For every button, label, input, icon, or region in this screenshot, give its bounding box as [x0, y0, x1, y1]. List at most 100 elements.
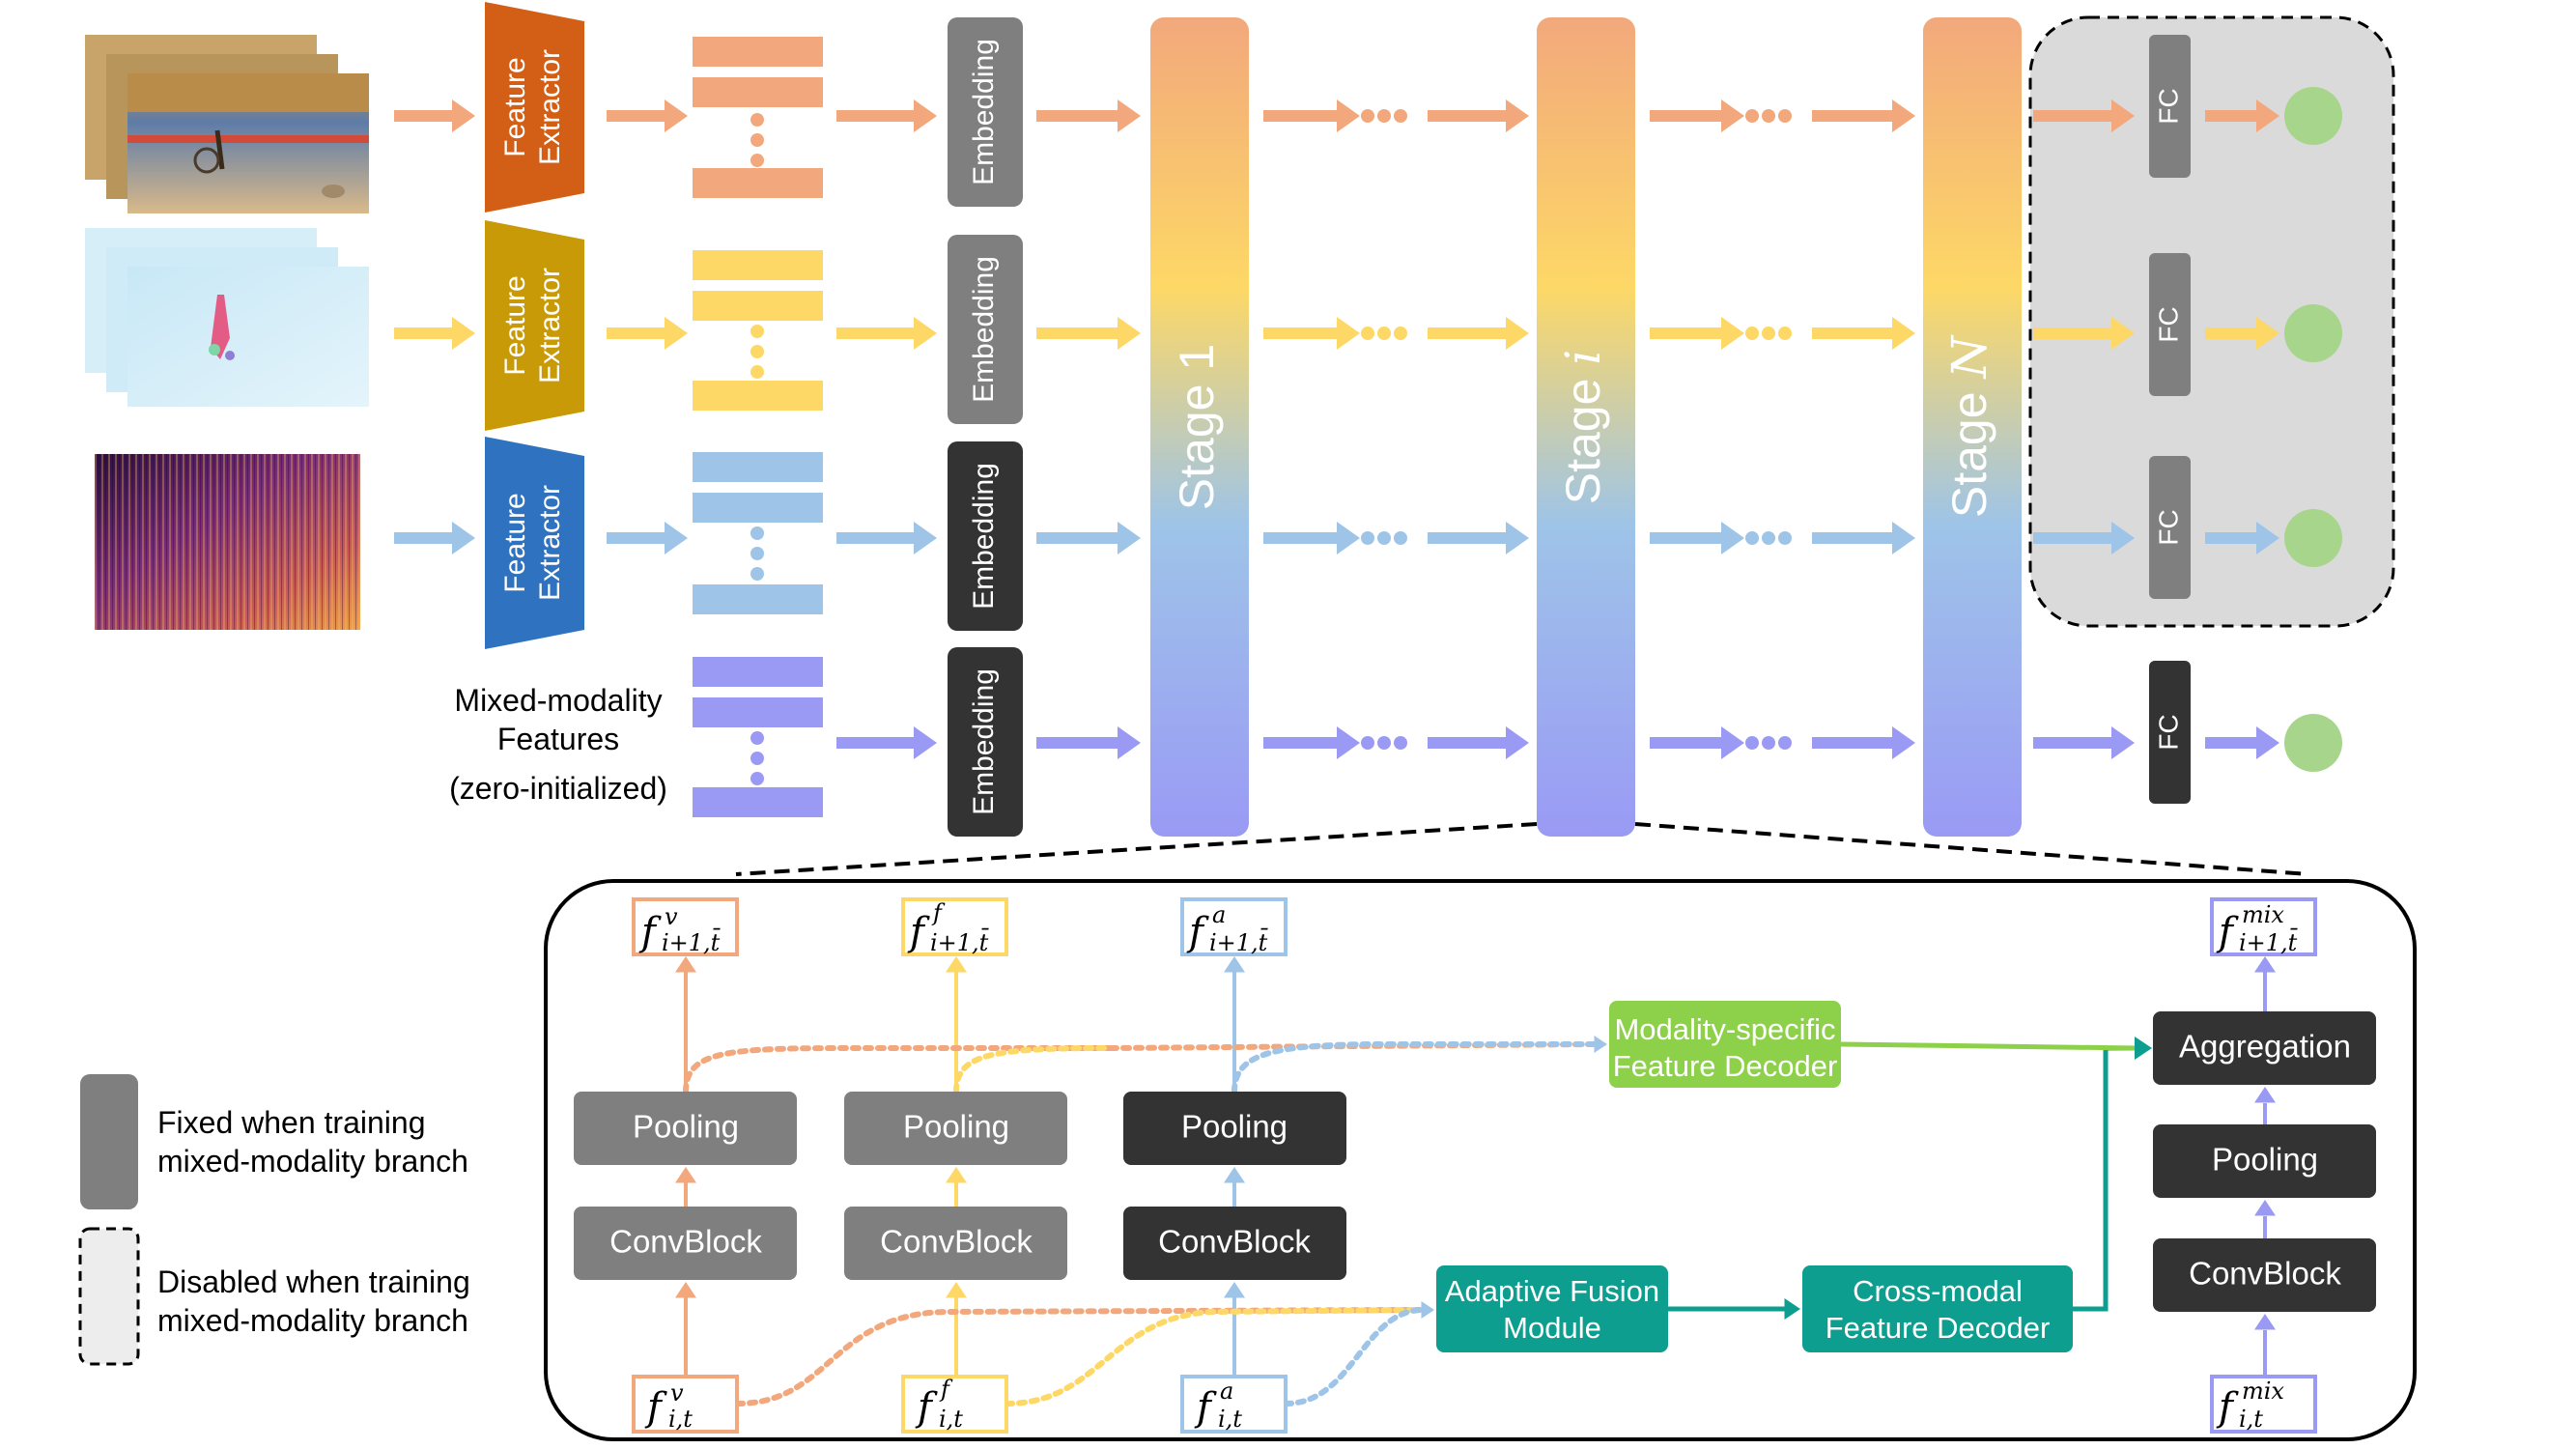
arrow-stage1-out-audio: [1263, 522, 1360, 554]
feature-bars-visual: [693, 37, 823, 198]
head-pool-to-out-visual: [675, 956, 696, 973]
svg-text:FC: FC: [2153, 306, 2183, 342]
fc-visual: FC: [2149, 35, 2191, 178]
stage-n: Stage N: [1923, 17, 2022, 837]
dotted-visual-to-afm: [734, 1307, 1423, 1406]
arrow-input-audio: [394, 522, 475, 554]
feature-bars-audio: [693, 452, 823, 614]
stage-1: Stage 1: [1150, 17, 1249, 837]
dots-stage1-visual: [1361, 109, 1407, 123]
svg-text:Feature Decoder: Feature Decoder: [1826, 1311, 2051, 1345]
legend-disabled-line1: Disabled when training: [157, 1264, 470, 1299]
legend-fixed-line1: Fixed when training: [157, 1105, 425, 1140]
feature-bars-mixed: [693, 657, 823, 817]
audio-spectrogram-image: [95, 454, 360, 630]
svg-text:FC: FC: [2153, 509, 2183, 545]
arrow-stage1-out-flow: [1263, 317, 1360, 350]
arrow-embedding-mixed: [1036, 726, 1141, 759]
arrow-stage-n-out-audio: [2033, 522, 2135, 554]
dots-stage1-audio: [1361, 531, 1407, 545]
embedding-visual: Embedding: [948, 17, 1023, 207]
arrow-stage-i-in-audio: [1428, 522, 1529, 554]
svg-text:Pooling: Pooling: [2212, 1142, 2318, 1178]
head-in-to-conv-flow: [946, 1282, 967, 1298]
dotted-flow-to-afm: [1004, 1307, 1423, 1406]
head-in-to-conv-audio: [1224, 1282, 1245, 1298]
arrow-input-flow: [394, 317, 475, 350]
svg-text:i,t: i,t: [939, 1406, 963, 1433]
embedding-mixed: Embedding: [948, 647, 1023, 837]
head-conv-to-pool-audio: [1224, 1167, 1245, 1183]
svg-text:FC: FC: [2153, 88, 2183, 124]
arrow-fc-out-audio: [2205, 522, 2279, 554]
dots-stage1-mixed: [1361, 736, 1407, 750]
arrow-stage-n-out-mixed: [2033, 726, 2135, 759]
svg-text:Embedding: Embedding: [968, 256, 1000, 403]
feature-out-flow: f f i+1,t̄: [901, 897, 1008, 956]
arrow-stage-i-out-audio: [1650, 522, 1744, 554]
embedding-audio: Embedding: [948, 441, 1023, 631]
svg-text:mix: mix: [2242, 901, 2284, 928]
svg-text:ConvBlock: ConvBlock: [609, 1224, 762, 1260]
arrow-stage1-out-visual: [1263, 99, 1360, 132]
arrow-stage-i-out-mixed: [1650, 726, 1744, 759]
head-conv-to-pool-visual: [675, 1167, 696, 1183]
fc-mixed: FC: [2149, 661, 2191, 804]
arrow-fc-out-flow: [2205, 317, 2279, 350]
head-pool-to-agg-mixed: [2254, 1087, 2276, 1103]
svg-text:Module: Module: [1503, 1311, 1601, 1345]
pooling-mixed: Pooling: [2153, 1124, 2376, 1198]
conn-msfd-to-agg: [1840, 1041, 2137, 1051]
feature-bars-flow: [693, 250, 823, 411]
optical-flow-image: [85, 228, 369, 407]
arrow-embedding-audio: [1036, 522, 1141, 554]
zoom-line-right: [1634, 822, 2309, 876]
arrow-input-visual: [394, 99, 475, 132]
svg-text:mix: mix: [2242, 1378, 2284, 1405]
arrow-features-flow: [836, 317, 937, 350]
feature-in-visual: f v i,t: [632, 1375, 739, 1434]
arrow-stage1-out-mixed: [1263, 726, 1360, 759]
arrow-features-visual: [836, 99, 937, 132]
disabled-region: [2028, 15, 2395, 628]
svg-text:v: v: [670, 1379, 684, 1406]
svg-text:a: a: [1212, 901, 1226, 928]
feature-out-audio: f a i+1,t̄: [1180, 897, 1288, 956]
svg-text:i,t: i,t: [1218, 1406, 1242, 1433]
svg-text:Pooling: Pooling: [903, 1109, 1009, 1145]
arrow-fe-flow: [607, 317, 688, 350]
arrow-stage-n-out-visual: [2033, 99, 2135, 132]
cross-modal-feature-decoder: Cross-modal Feature Decoder: [1802, 1265, 2073, 1352]
modality-specific-feature-decoder: Modality-specific Feature Decoder: [1609, 1001, 1841, 1088]
arrow-stage-i-in-mixed: [1428, 726, 1529, 759]
pooling-audio: Pooling: [1123, 1092, 1346, 1165]
head-pool-to-out-audio: [1224, 956, 1245, 973]
head-dotted-to-msfd: [1594, 1036, 1607, 1053]
svg-text:i,t: i,t: [668, 1406, 693, 1433]
arrow-features-mixed: [836, 726, 937, 759]
arrow-stage-n-in-mixed: [1812, 726, 1915, 759]
head-afm-to-cmfd: [1784, 1298, 1800, 1320]
svg-text:i,t: i,t: [2239, 1406, 2263, 1433]
stage-i: Stage i: [1537, 17, 1635, 837]
head-in-to-conv-mixed: [2254, 1314, 2276, 1330]
convblock-audio: ConvBlock: [1123, 1207, 1346, 1280]
svg-text:Cross-modal: Cross-modal: [1853, 1274, 2023, 1308]
head-conv-to-pool-mixed: [2254, 1200, 2276, 1216]
svg-text:FC: FC: [2153, 714, 2183, 750]
svg-text:ConvBlock: ConvBlock: [1158, 1224, 1311, 1260]
dots-stage-i-audio: [1745, 531, 1792, 545]
convblock-mixed: ConvBlock: [2153, 1238, 2376, 1312]
output-audio: [2284, 509, 2342, 567]
fc-audio: FC: [2149, 456, 2191, 599]
feature-in-mixed: f mix i,t: [2210, 1375, 2317, 1434]
embedding-flow: Embedding: [948, 235, 1023, 424]
head-pool-to-out-flow: [946, 956, 967, 973]
svg-text:ConvBlock: ConvBlock: [880, 1224, 1033, 1260]
svg-text:ConvBlock: ConvBlock: [2189, 1256, 2341, 1292]
svg-text:i+1,t̄: i+1,t̄: [1209, 928, 1268, 956]
detail-connections-layer: [675, 956, 2276, 1406]
svg-text:i+1,t̄: i+1,t̄: [662, 928, 721, 956]
